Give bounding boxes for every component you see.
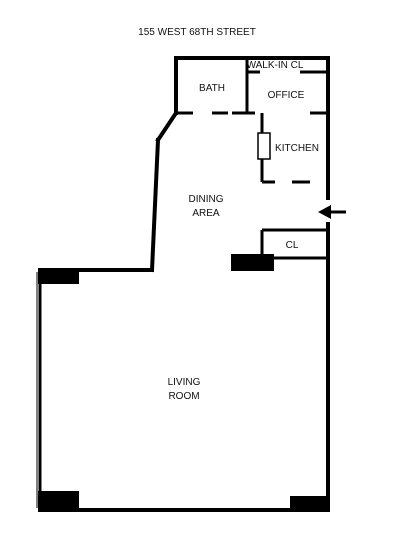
columns bbox=[38, 254, 330, 512]
room-label-closet: CL bbox=[286, 240, 299, 251]
room-label-walk-in-closet: WALK-IN CL bbox=[247, 60, 304, 71]
room-label-living: LIVING bbox=[168, 377, 201, 388]
room-label-dining: DINING bbox=[189, 194, 224, 205]
room-label-office: OFFICE bbox=[268, 90, 305, 101]
room-label-bath: BATH bbox=[199, 83, 225, 94]
column-bottom-left bbox=[38, 491, 79, 511]
column-bottom-right bbox=[290, 496, 330, 512]
interior-walls bbox=[176, 58, 328, 260]
entry-arrow-icon bbox=[318, 205, 346, 219]
column-top-left bbox=[38, 268, 79, 284]
room-label-area: AREA bbox=[192, 208, 220, 219]
kitchen-appliance bbox=[257, 132, 271, 160]
room-label-kitchen: KITCHEN bbox=[275, 143, 319, 154]
column-center bbox=[231, 254, 274, 271]
plan-title: 155 WEST 68TH STREET bbox=[138, 27, 256, 38]
exterior-walls bbox=[38, 56, 330, 512]
room-label-room: ROOM bbox=[168, 391, 199, 402]
